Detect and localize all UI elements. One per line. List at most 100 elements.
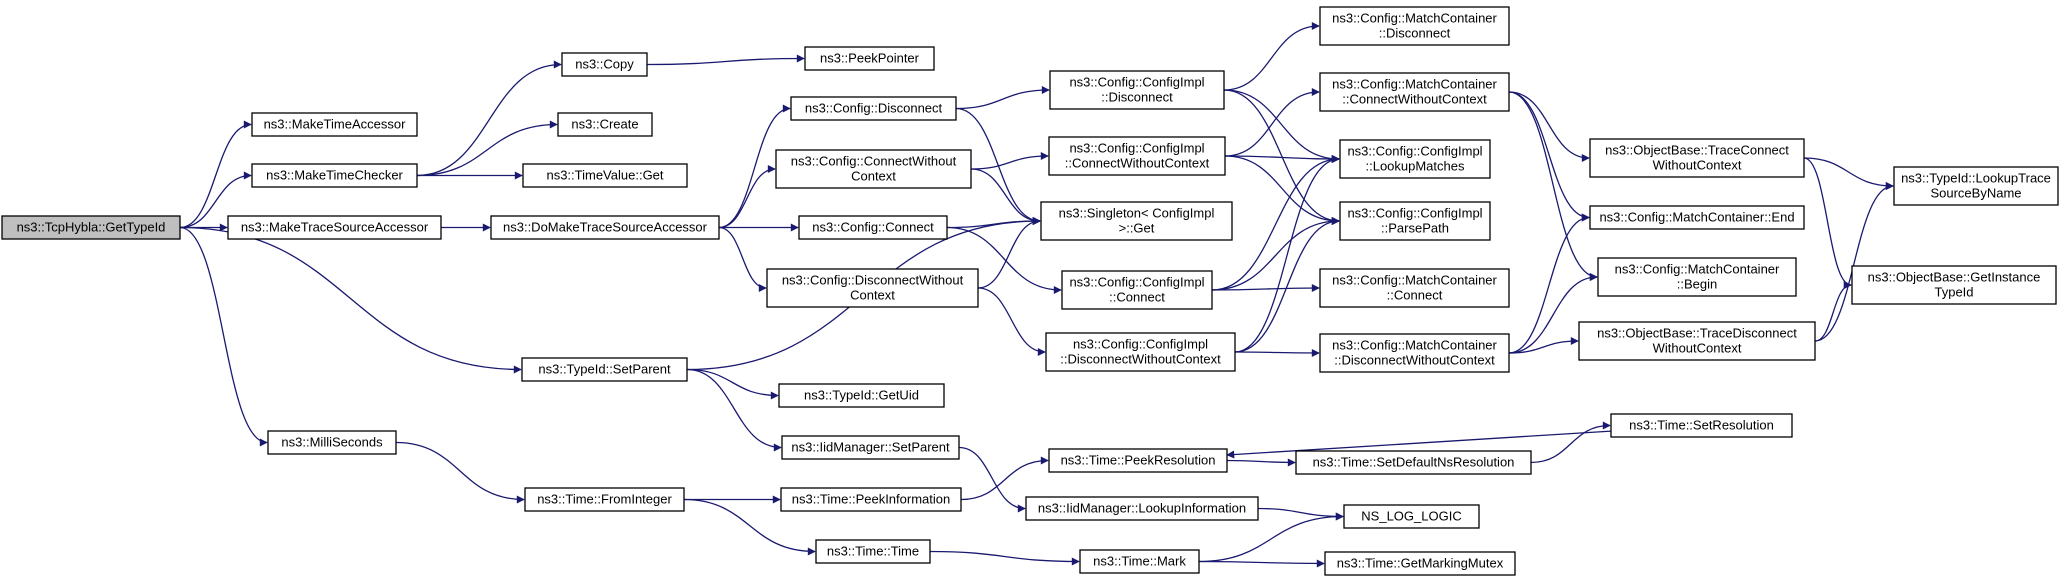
node-time-peek-resolution[interactable]: ns3::Time::PeekResolution xyxy=(1048,448,1228,473)
node-label: ns3::Time::PeekInformation xyxy=(792,492,950,507)
node-time-time[interactable]: ns3::Time::Time xyxy=(815,539,931,564)
node-label: ns3::Copy xyxy=(575,57,634,72)
node-label: ::ConnectWithoutContext xyxy=(1065,156,1210,171)
edge-impl-disconnect-to-mc-disconnect xyxy=(1223,22,1320,91)
node-mc-end[interactable]: ns3::Config::MatchContainer::End xyxy=(1589,205,1805,230)
node-label: ns3::Config::MatchContainer xyxy=(1332,273,1497,288)
node-label: ns3::MakeTraceSourceAccessor xyxy=(241,220,429,235)
node-impl-connect-without-context[interactable]: ns3::Config::ConfigImpl::ConnectWithoutC… xyxy=(1048,136,1226,176)
node-label: ns3::Config::ConfigImpl xyxy=(1069,141,1204,156)
edge-impl-disconnect-without-context-to-impl-parse-path xyxy=(1234,217,1340,353)
node-label: ns3::TypeId::SetParent xyxy=(538,362,671,377)
node-time-value-get[interactable]: ns3::TimeValue::Get xyxy=(522,163,688,188)
node-ob-trace-connect-without-context[interactable]: ns3::ObjectBase::TraceConnectWithoutCont… xyxy=(1589,138,1805,178)
edge-do-make-trace-source-accessor-to-config-disconnect-without-context xyxy=(718,226,767,292)
node-root[interactable]: ns3::TcpHybla::GetTypeId xyxy=(1,215,181,240)
node-box xyxy=(490,215,720,240)
node-config-disconnect-without-context[interactable]: ns3::Config::DisconnectWithoutContext xyxy=(766,268,979,308)
node-label: ::Disconnect xyxy=(1101,90,1173,105)
node-label: ns3::TypeId::LookupTrace xyxy=(1901,171,2051,186)
node-label: Context xyxy=(851,169,896,184)
edge-type-id-set-parent-to-iid-set-parent xyxy=(686,368,782,452)
edge-time-set-default-ns-resolution-to-time-set-resolution xyxy=(1530,421,1611,464)
node-type-id-get-uid[interactable]: ns3::TypeId::GetUid xyxy=(778,383,945,408)
node-copy[interactable]: ns3::Copy xyxy=(561,52,648,77)
edge-do-make-trace-source-accessor-to-config-connect-without-context xyxy=(718,165,776,229)
node-config-connect[interactable]: ns3::Config::Connect xyxy=(798,215,948,240)
node-label: ns3::PeekPointer xyxy=(820,51,920,66)
node-config-disconnect[interactable]: ns3::Config::Disconnect xyxy=(790,96,957,121)
node-type-id-set-parent[interactable]: ns3::TypeId::SetParent xyxy=(521,357,688,382)
node-time-set-resolution[interactable]: ns3::Time::SetResolution xyxy=(1610,413,1793,438)
node-impl-lookup-matches[interactable]: ns3::Config::ConfigImpl::LookupMatches xyxy=(1339,139,1491,179)
node-label: ns3::TcpHybla::GetTypeId xyxy=(17,220,166,235)
node-box xyxy=(1339,201,1491,241)
node-label: ::Disconnect xyxy=(1379,26,1451,41)
node-peek-pointer[interactable]: ns3::PeekPointer xyxy=(804,46,935,71)
edge-make-time-checker-to-create xyxy=(416,120,558,177)
node-mc-disconnect[interactable]: ns3::Config::MatchContainer::Disconnect xyxy=(1319,6,1510,46)
node-singleton-get[interactable]: ns3::Singleton< ConfigImpl >::Get xyxy=(1040,201,1233,241)
node-time-set-default-ns-resolution[interactable]: ns3::Time::SetDefaultNsResolution xyxy=(1295,450,1532,475)
edge-config-disconnect-to-singleton-get xyxy=(955,107,1041,225)
node-mc-connect-without-context[interactable]: ns3::Config::MatchContainer::ConnectWith… xyxy=(1319,72,1510,112)
node-label: ns3::Time::FromInteger xyxy=(537,492,672,507)
node-milli-seconds[interactable]: ns3::MilliSeconds xyxy=(267,430,397,455)
node-time-from-integer[interactable]: ns3::Time::FromInteger xyxy=(524,487,685,512)
node-config-connect-without-context[interactable]: ns3::Config::ConnectWithoutContext xyxy=(775,149,972,189)
node-time-peek-information[interactable]: ns3::Time::PeekInformation xyxy=(780,487,962,512)
node-time-get-marking-mutex[interactable]: ns3::Time::GetMarkingMutex xyxy=(1324,551,1516,576)
node-mc-begin[interactable]: ns3::Config::MatchContainer::Begin xyxy=(1597,257,1797,297)
node-mc-connect[interactable]: ns3::Config::MatchContainer::Connect xyxy=(1319,268,1510,308)
edge-time-from-integer-to-time-time xyxy=(683,498,816,556)
node-iid-lookup-information[interactable]: ns3::IidManager::LookupInformation xyxy=(1025,496,1259,521)
edge-mc-disconnect-without-context-to-mc-end xyxy=(1508,213,1590,354)
node-ob-trace-disconnect-without-context[interactable]: ns3::ObjectBase::TraceDisconnectWithoutC… xyxy=(1578,321,1816,361)
edge-mc-connect-without-context-to-ob-trace-connect-without-context xyxy=(1508,91,1590,162)
node-box xyxy=(1,215,181,240)
node-impl-parse-path[interactable]: ns3::Config::ConfigImpl::ParsePath xyxy=(1339,201,1491,241)
node-box xyxy=(1295,450,1532,475)
node-do-make-trace-source-accessor[interactable]: ns3::DoMakeTraceSourceAccessor xyxy=(490,215,720,240)
edge-mc-disconnect-without-context-to-ob-trace-disconnect-without-context xyxy=(1508,337,1579,354)
edge-iid-set-parent-to-iid-lookup-information xyxy=(958,446,1026,513)
edge-config-connect-to-impl-connect xyxy=(946,226,1062,294)
node-box xyxy=(1048,448,1228,473)
node-impl-connect[interactable]: ns3::Config::ConfigImpl::Connect xyxy=(1061,270,1213,310)
node-time-mark[interactable]: ns3::Time::Mark xyxy=(1079,549,1200,574)
edge-milli-seconds-to-time-from-integer xyxy=(395,441,525,504)
node-box xyxy=(1319,268,1510,308)
node-box xyxy=(775,149,972,189)
node-mc-disconnect-without-context[interactable]: ns3::Config::MatchContainer::DisconnectW… xyxy=(1319,333,1510,373)
edge-impl-disconnect-to-impl-lookup-matches xyxy=(1223,89,1340,163)
node-impl-disconnect-without-context[interactable]: ns3::Config::ConfigImpl::DisconnectWitho… xyxy=(1045,332,1236,372)
node-label: ::Connect xyxy=(1387,288,1443,303)
node-box xyxy=(1343,504,1480,529)
node-make-time-accessor[interactable]: ns3::MakeTimeAccessor xyxy=(251,112,418,137)
edge-mc-connect-without-context-to-mc-begin xyxy=(1508,91,1598,281)
edge-time-peek-resolution-to-time-set-default-ns-resolution xyxy=(1226,458,1296,467)
node-label: NS_LOG_LOGIC xyxy=(1361,509,1461,524)
nodes-layer: ns3::TcpHybla::GetTypeId ns3::MakeTimeAcc… xyxy=(1,6,2059,576)
node-box xyxy=(781,435,960,460)
node-ns-log-logic[interactable]: NS_LOG_LOGIC xyxy=(1343,504,1480,529)
node-box xyxy=(804,46,935,71)
node-box xyxy=(251,163,418,188)
edge-root-to-type-id-set-parent xyxy=(179,226,522,374)
node-box xyxy=(1049,70,1225,110)
node-label: ::Connect xyxy=(1109,290,1165,305)
node-box xyxy=(1851,265,2057,305)
node-iid-set-parent[interactable]: ns3::IidManager::SetParent xyxy=(781,435,960,460)
node-label: ns3::Create xyxy=(571,117,638,132)
node-create[interactable]: ns3::Create xyxy=(557,112,653,137)
edge-time-set-resolution-to-time-peek-resolution xyxy=(1226,430,1612,459)
node-impl-disconnect[interactable]: ns3::Config::ConfigImpl::Disconnect xyxy=(1049,70,1225,110)
node-box xyxy=(1589,138,1805,178)
node-make-trace-source-accessor[interactable]: ns3::MakeTraceSourceAccessor xyxy=(227,215,442,240)
node-label: ns3::IidManager::LookupInformation xyxy=(1038,501,1246,516)
node-make-time-checker[interactable]: ns3::MakeTimeChecker xyxy=(251,163,418,188)
node-label: ns3::MakeTimeChecker xyxy=(266,168,403,183)
node-box xyxy=(251,112,418,137)
